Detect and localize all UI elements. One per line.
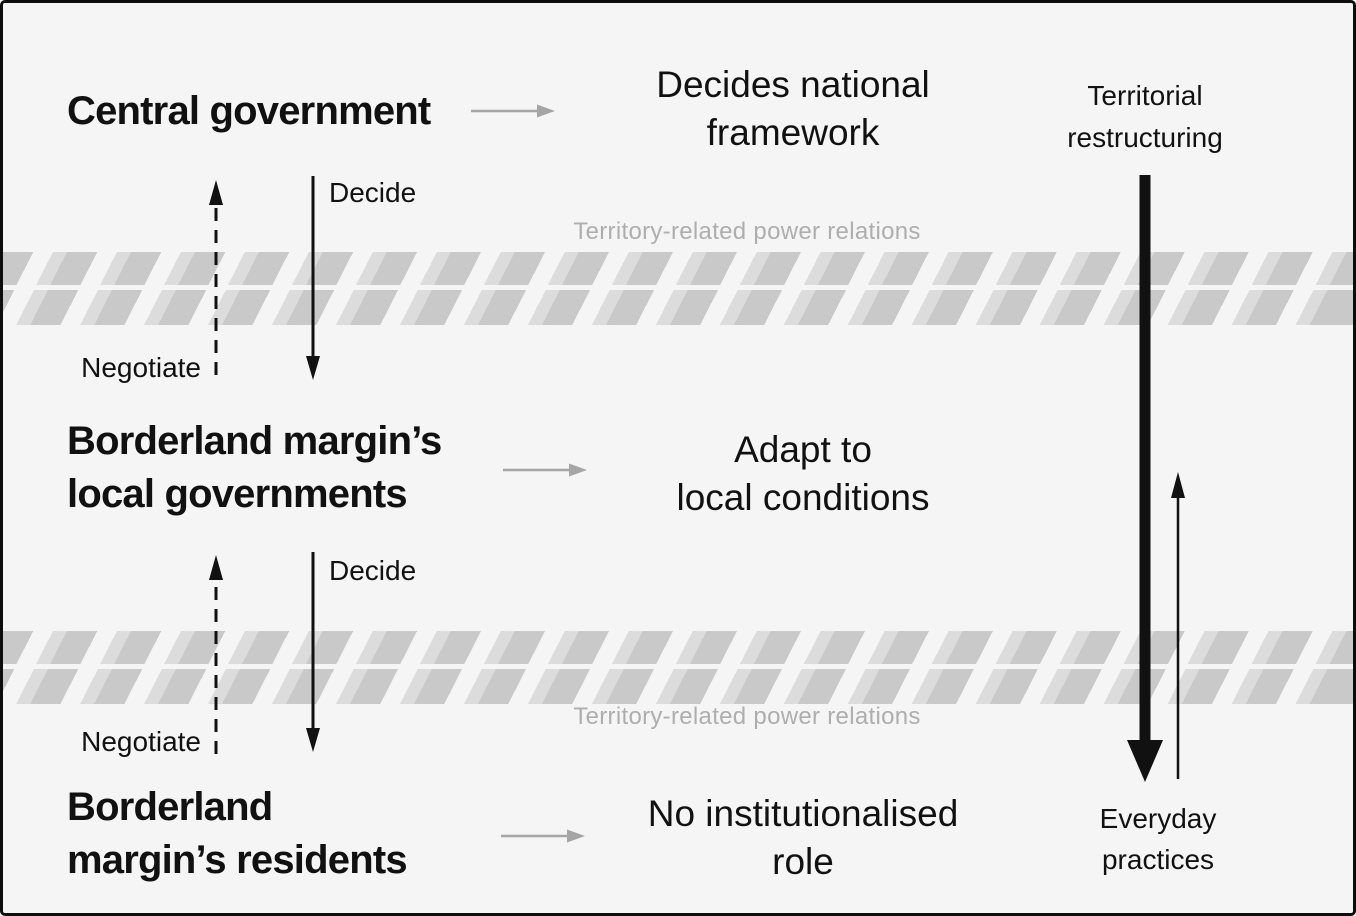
up-arrowhead-icon (1171, 472, 1185, 498)
hatch-stripes-icon (3, 669, 1353, 704)
label-negotiate-1: Negotiate (81, 352, 201, 383)
hatch-stripes-icon (3, 252, 1353, 285)
actor-borderland-local-governments: Borderland margin’s local governments (67, 419, 442, 516)
actor-flow-arrow-1 (471, 104, 555, 118)
territory-band-2 (3, 631, 1353, 704)
territory-band-1 (3, 252, 1353, 325)
up-arrowhead-icon (209, 555, 223, 580)
right-arrowhead-icon (537, 104, 555, 118)
down-arrowhead-icon (1127, 740, 1163, 782)
action-adapt-to-local-conditions: Adapt to local conditions (676, 429, 930, 518)
hatch-stripes-icon (3, 290, 1353, 325)
band-label-territory-power-relations-2: Territory-related power relations (573, 703, 921, 730)
down-arrowhead-icon (306, 356, 320, 380)
actor-flow-arrow-2 (503, 463, 587, 477)
down-arrowhead-icon (306, 728, 320, 752)
action-no-institutionalised-role: No institutionalised role (647, 793, 959, 882)
actor-borderland-residents: Borderland margin’s residents (67, 785, 408, 882)
band-label-territory-power-relations-1: Territory-related power relations (573, 218, 921, 245)
label-decide-1: Decide (329, 177, 417, 208)
up-arrowhead-icon (209, 180, 223, 205)
actor-central-government: Central government (67, 89, 431, 133)
everyday-practices-arrow (1171, 472, 1185, 779)
hatch-stripes-icon (3, 631, 1353, 664)
action-decides-national-framework: Decides national framework (656, 64, 930, 153)
label-territorial-restructuring: Territorial restructuring (1067, 80, 1223, 153)
label-negotiate-2: Negotiate (81, 726, 201, 757)
label-everyday-practices: Everyday practices (1099, 803, 1217, 875)
label-decide-2: Decide (329, 555, 417, 586)
actor-flow-arrow-3 (501, 829, 585, 843)
